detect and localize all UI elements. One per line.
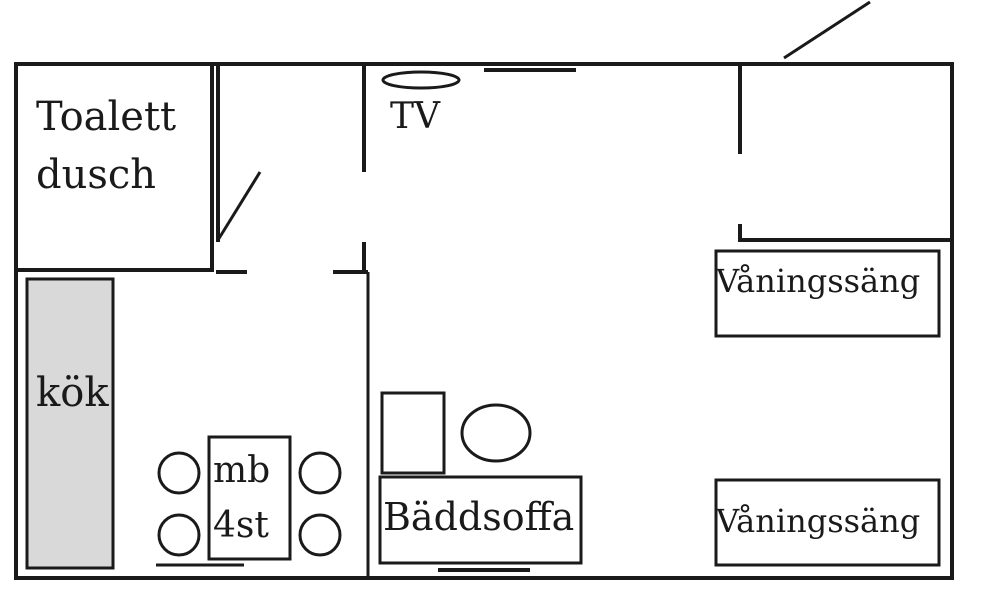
tv-icon — [381, 70, 461, 90]
chair-icon — [298, 451, 342, 495]
bunk-bed-lower — [714, 478, 941, 567]
hall — [216, 62, 370, 578]
bunk-bed-upper — [714, 249, 941, 338]
bathroom-label-line2: dusch — [36, 152, 156, 198]
dining-table-label-line1: mb — [213, 450, 270, 491]
sofa-area: Bäddsoffa — [378, 391, 583, 572]
chair-icon — [298, 513, 342, 557]
chair-icon — [157, 451, 201, 495]
outer-walls — [14, 62, 954, 580]
dining-table — [207, 435, 292, 561]
bathroom-label-line1: Toalett — [36, 94, 176, 140]
tv: TV — [381, 70, 461, 137]
bunk-bed-upper-label: Våningssäng — [715, 262, 920, 300]
coffee-table — [460, 403, 532, 463]
dining-set: mb 4st — [156, 435, 342, 567]
bunk-beds: Våningssäng Våningssäng — [714, 249, 941, 567]
sofa-bed-label: Bäddsoffa — [383, 495, 574, 539]
kitchen-label: kök — [36, 370, 109, 416]
kitchen: kök — [25, 277, 115, 570]
bathroom-door-swing — [216, 171, 262, 241]
chair-icon — [157, 513, 201, 557]
entry-door-swing — [783, 0, 871, 60]
sofa-bed — [378, 475, 583, 565]
dining-table-label-line2: 4st — [213, 505, 269, 546]
bathroom: Toalett dusch — [14, 62, 262, 272]
kitchen-counter — [25, 277, 115, 570]
bunk-bed-lower-label: Våningssäng — [715, 502, 920, 540]
bedroom-partition — [738, 0, 954, 242]
armchair — [380, 391, 446, 475]
tv-label: TV — [390, 96, 441, 137]
